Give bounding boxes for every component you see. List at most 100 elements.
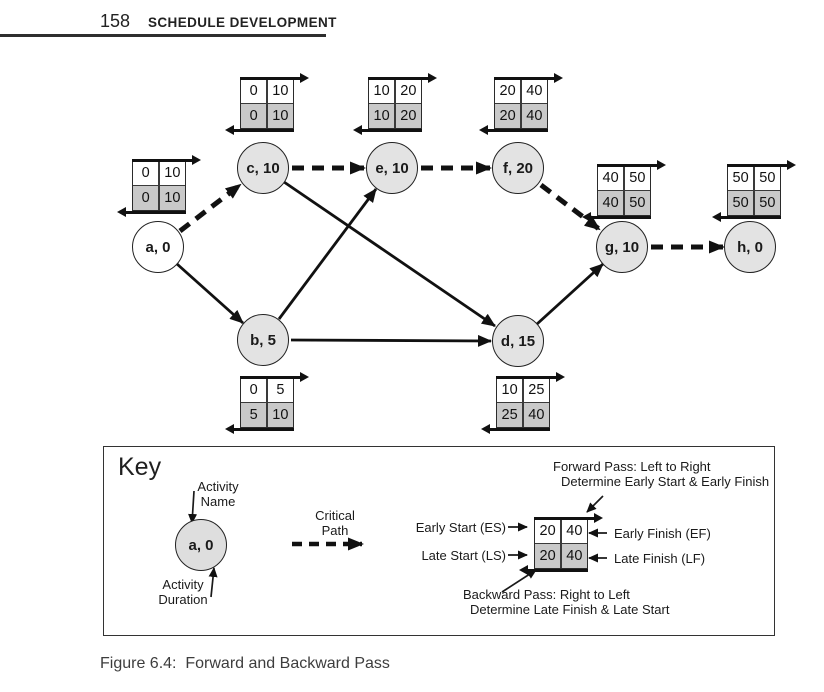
edge-b-e [277, 188, 378, 320]
early-start-cell: 0 [241, 79, 267, 103]
early-start-cell: 20 [535, 519, 561, 543]
activity-name-label: Activity Name [197, 479, 239, 509]
forward-pass-arrow [240, 72, 309, 83]
early-start-cell: 10 [369, 79, 395, 103]
early-start-cell: 0 [241, 378, 267, 402]
key-sample-node-label: a, 0 [188, 536, 214, 554]
backward-pass-arrow [582, 211, 651, 222]
activity-node-label: a, 0 [145, 238, 171, 256]
activity-node-a: a, 0 [132, 221, 184, 273]
activity-node-label: h, 0 [737, 238, 763, 256]
edge-b-d [290, 334, 492, 347]
page-number: 158 [100, 11, 131, 31]
activity-node-f: f, 20 [492, 142, 544, 194]
backward-pass-arrow [479, 124, 548, 135]
late-finish-cell: 50 [754, 191, 780, 215]
forward-pass-arrow [496, 371, 565, 382]
backward-pass-arrow [225, 124, 294, 135]
early-finish-cell: 50 [754, 166, 780, 190]
early-start-cell: 10 [497, 378, 523, 402]
forward-pass-arrow [494, 72, 563, 83]
late-start-cell: 50 [728, 191, 754, 215]
activity-node-c: c, 10 [237, 142, 289, 194]
forward-pass-arrow [727, 159, 796, 170]
header-rule [0, 34, 326, 37]
critical-path-label: Critical Path [315, 508, 355, 538]
forward-pass-arrow [132, 154, 201, 165]
backward-pass-arrow [353, 124, 422, 135]
backward-pass-arrow [481, 423, 550, 434]
early-finish-cell: 10 [159, 161, 185, 185]
early-start-cell: 40 [598, 166, 624, 190]
activity-node-label: c, 10 [246, 159, 280, 177]
early-finish-cell: 20 [395, 79, 421, 103]
early-start-cell: 50 [728, 166, 754, 190]
forward-pass-note: Forward Pass: Left to Right Determine Ea… [553, 459, 770, 489]
backward-pass-arrow [225, 423, 294, 434]
late-finish-cell: 40 [523, 403, 549, 427]
late-finish-cell: 40 [561, 544, 587, 568]
forward-pass-arrow [240, 371, 309, 382]
early-finish-cell: 5 [267, 378, 293, 402]
late-finish-label: Late Finish (LF) [614, 551, 706, 566]
edge-d-g [536, 262, 604, 326]
late-finish-cell: 10 [267, 403, 293, 427]
early-finish-cell: 10 [267, 79, 293, 103]
late-start-cell: 25 [497, 403, 523, 427]
early-finish-cell: 50 [624, 166, 650, 190]
late-start-cell: 0 [241, 104, 267, 128]
late-finish-cell: 10 [159, 186, 185, 210]
backward-pass-arrow [712, 211, 781, 222]
early-start-label: Early Start (ES) [415, 520, 506, 535]
key-sample-node: a, 0 [175, 519, 227, 571]
late-finish-cell: 40 [521, 104, 547, 128]
activity-node-label: g, 10 [604, 238, 640, 256]
key-title: Key [118, 453, 162, 481]
forward-pass-arrow [597, 159, 666, 170]
backward-pass-note: Backward Pass: Right to Left Determine L… [463, 587, 670, 617]
late-finish-cell: 20 [395, 104, 421, 128]
late-finish-cell: 50 [624, 191, 650, 215]
late-start-cell: 10 [369, 104, 395, 128]
activity-node-label: e, 10 [375, 159, 409, 177]
activity-name-arrow [188, 490, 198, 524]
late-start-cell: 0 [133, 186, 159, 210]
backward-pass-arrow [117, 206, 186, 217]
figure-caption: Figure 6.4: Forward and Backward Pass [100, 655, 390, 672]
activity-duration-arrow [208, 567, 218, 598]
running-header: SCHEDULE DEVELOPMENT [148, 15, 337, 30]
early-finish-label: Early Finish (EF) [614, 526, 711, 541]
late-start-cell: 20 [535, 544, 561, 568]
activity-duration-label: Activity Duration [158, 577, 208, 607]
activity-node-g: g, 10 [596, 221, 648, 273]
activity-node-label: b, 5 [250, 331, 276, 349]
early-finish-cell: 25 [523, 378, 549, 402]
activity-node-b: b, 5 [237, 314, 289, 366]
early-start-cell: 0 [133, 161, 159, 185]
late-start-cell: 40 [598, 191, 624, 215]
late-start-cell: 5 [241, 403, 267, 427]
late-finish-cell: 10 [267, 104, 293, 128]
early-start-cell: 20 [495, 79, 521, 103]
edge-f-g-critical [539, 183, 601, 231]
activity-node-label: f, 20 [502, 159, 533, 177]
legend-key-box: Key Activity Name a, 0 Activity Duration… [103, 446, 775, 636]
late-start-cell: 20 [495, 104, 521, 128]
forward-pass-pointer-arrow [586, 495, 604, 513]
early-finish-cell: 40 [521, 79, 547, 103]
backward-pass-pointer-arrow [501, 569, 537, 593]
forward-pass-arrow [534, 512, 603, 523]
late-start-label: Late Start (LS) [421, 548, 506, 563]
early-finish-cell: 40 [561, 519, 587, 543]
forward-pass-arrow [368, 72, 437, 83]
